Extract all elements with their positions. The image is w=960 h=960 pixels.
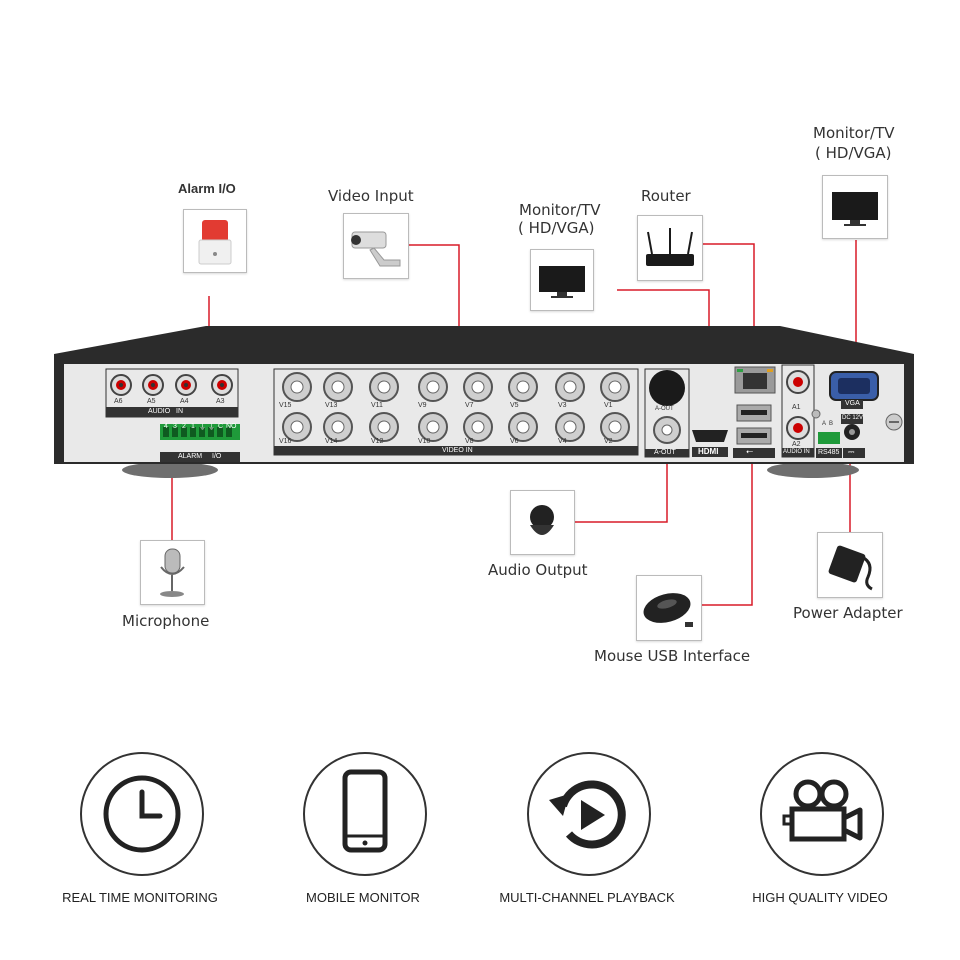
- video-v6: V6: [510, 438, 519, 445]
- cctv-camera-icon: [351, 231, 401, 267]
- feature-real-time-monitoring: [80, 752, 204, 876]
- video-v4: V4: [558, 438, 567, 445]
- audio-in-left-rca-ports: [110, 374, 233, 396]
- video-v5: V5: [510, 402, 519, 409]
- clock-icon: [103, 775, 181, 853]
- audio-a1-label: A1: [792, 404, 801, 411]
- alarm-pin-3: 3: [173, 423, 177, 430]
- video-v8: V8: [465, 438, 474, 445]
- aout-bottom-label: A-OUT: [654, 449, 676, 456]
- video-v1: V1: [604, 402, 613, 409]
- hdmi-label: HDMI: [698, 447, 719, 456]
- rs485-ab-label: A B: [822, 421, 834, 427]
- vga-label: VGA: [845, 400, 860, 407]
- callout-microphone-label: Microphone: [122, 612, 210, 630]
- callout-video-input-label: Video Input: [328, 187, 414, 205]
- video-camera-icon: [782, 779, 863, 842]
- speaker-thumbnail: [510, 490, 575, 555]
- phone-icon: [342, 769, 388, 853]
- video-v13: V13: [325, 402, 338, 409]
- feature-multi-channel-playback: [527, 752, 651, 876]
- router-icon: [646, 228, 694, 266]
- monitor-icon: [539, 266, 585, 298]
- power-adapter-icon: [828, 545, 873, 591]
- siren-icon: [198, 220, 232, 265]
- callout-mouse-usb-label: Mouse USB Interface: [594, 647, 751, 665]
- alarm-pin-2: 2: [182, 423, 186, 430]
- audio-in-left-label: AUDIO IN: [148, 408, 184, 415]
- alarm-siren-thumbnail: [183, 209, 247, 273]
- video-v16: V16: [279, 438, 292, 445]
- callout-router-label: Router: [641, 187, 691, 205]
- playback-icon: [549, 780, 626, 849]
- audio-port-a5: A5: [147, 398, 156, 405]
- audio-port-a4: A4: [180, 398, 189, 405]
- monitor-vga-thumbnail: [822, 175, 888, 239]
- alarm-pin-c: C: [218, 423, 224, 430]
- video-v3: V3: [558, 402, 567, 409]
- alarm-pin-1: 1: [191, 423, 195, 430]
- callout-monitor-hdmi-line1: Monitor/TV: [519, 201, 601, 219]
- callout-monitor-vga-line1: Monitor/TV: [813, 124, 895, 142]
- callout-alarm-io-label: Alarm I/O: [178, 181, 236, 196]
- dc-label: DC 12V: [842, 415, 864, 421]
- callout-monitor-vga-line2: ( HD/VGA): [815, 144, 892, 162]
- audio-port-a6: A6: [114, 398, 123, 405]
- mouse-thumbnail: [636, 575, 702, 641]
- alarm-pin-g1: ⏚: [199, 424, 206, 431]
- video-v9: V9: [418, 402, 427, 409]
- audio-port-a3: A3: [216, 398, 225, 405]
- aout-top-label: A-OUT: [655, 406, 674, 412]
- usb-label: ⭠: [746, 446, 754, 456]
- router-thumbnail: [637, 215, 703, 281]
- video-v15: V15: [279, 402, 292, 409]
- mouse-icon: [643, 593, 693, 627]
- video-v7: V7: [465, 402, 474, 409]
- video-v10: V10: [418, 438, 431, 445]
- audio-in-right-label: AUDIO IN: [783, 449, 810, 455]
- speaker-icon: [530, 505, 554, 535]
- microphone-icon: [160, 548, 185, 597]
- feature-label-1: MOBILE MONITOR: [306, 890, 420, 905]
- rs485-label: RS485: [818, 449, 840, 456]
- alarm-pin-no: NO: [226, 423, 237, 430]
- audio-a2-label: A2: [792, 441, 801, 448]
- monitor-hdmi-thumbnail: [530, 249, 594, 311]
- power-adapter-thumbnail: [817, 532, 883, 598]
- alarm-label: ALARM: [178, 453, 203, 460]
- callout-monitor-hdmi-line2: ( HD/VGA): [518, 219, 595, 237]
- callout-audio-output-label: Audio Output: [488, 561, 588, 579]
- video-in-label: VIDEO IN: [442, 447, 473, 454]
- power-label: ⎓: [848, 447, 855, 456]
- feature-label-2: MULTI-CHANNEL PLAYBACK: [499, 890, 675, 905]
- callout-power-adapter-label: Power Adapter: [793, 604, 903, 622]
- alarm-pin-g2: ⏚: [208, 424, 215, 431]
- microphone-thumbnail: [140, 540, 205, 605]
- video-v2: V2: [604, 438, 613, 445]
- feature-label-3: HIGH QUALITY VIDEO: [752, 890, 888, 905]
- alarm-pin-4: 4: [164, 423, 168, 430]
- video-v12: V12: [371, 438, 384, 445]
- feature-label-0: REAL TIME MONITORING: [62, 890, 218, 905]
- camera-thumbnail: [343, 213, 409, 279]
- feature-high-quality-video: [760, 752, 884, 876]
- video-v11: V11: [371, 402, 383, 409]
- feature-mobile-monitor: [303, 752, 427, 876]
- alarm-io-label: I/O: [212, 453, 222, 460]
- monitor-icon: [832, 192, 878, 226]
- video-v14: V14: [325, 438, 338, 445]
